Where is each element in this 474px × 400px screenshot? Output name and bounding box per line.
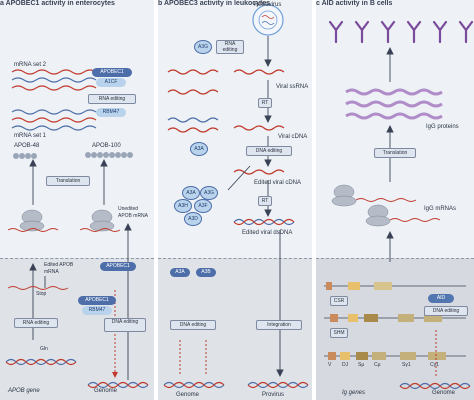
panel-a-graphics xyxy=(5,69,149,389)
apobec1-nuclear: APOBEC1 xyxy=(78,296,116,305)
integration-box: Integration xyxy=(256,320,302,330)
igg-protein-chains xyxy=(345,88,443,120)
apob48-protein xyxy=(13,153,37,159)
apob48-label: APOB-48 xyxy=(14,143,40,149)
viral-cdna-label: Viral cDNA xyxy=(278,134,308,140)
retrovirus-label: Retrovirus xyxy=(254,2,282,8)
a3f-oval: A3F xyxy=(194,199,212,213)
c-genome-dna xyxy=(399,382,471,390)
gln-label: Gln xyxy=(40,346,48,352)
mrna-set1-strands xyxy=(11,109,97,131)
b-genome-dna xyxy=(163,381,225,389)
ig-gene-row-1 xyxy=(324,282,466,290)
c-dna-editing-box: DNA editing xyxy=(424,306,468,316)
stop-label: Stop xyxy=(36,291,47,297)
rbm47-nuclear: RBM47 xyxy=(82,306,112,315)
seg-sy1-label: Sγ1 xyxy=(402,362,411,368)
viral-ssrna-label: Viral ssRNA xyxy=(276,84,309,90)
edited-mrna-nuc xyxy=(7,286,69,290)
rna-editing-nuclear-box: RNA editing xyxy=(14,318,58,328)
ig-gene-row-2 xyxy=(324,314,466,322)
retrovirus-particle xyxy=(252,4,284,36)
a3d-oval: A3D xyxy=(184,212,202,226)
b-rna-editing-box: RNA editing xyxy=(216,40,244,54)
panel-b-graphics xyxy=(163,4,309,389)
translation-box: Translation xyxy=(46,176,90,186)
panel-b-title: b APOBEC3 activity in leukocytes xyxy=(158,0,271,7)
provirus-label: Provirus xyxy=(262,392,285,398)
ig-gene-label: Ig genes xyxy=(342,390,366,396)
a1cf-protein: A1CF xyxy=(96,78,126,87)
panel-b: b APOBEC3 activity in leukocytes Retrovi… xyxy=(158,0,312,400)
apob100-protein xyxy=(85,152,133,158)
mrna-set2-strands xyxy=(11,69,97,91)
aid-protein: AID xyxy=(428,294,454,303)
ribosome-right xyxy=(89,209,115,232)
c-translation-box: Translation xyxy=(374,148,416,158)
genome-label-c: Genome xyxy=(432,390,456,396)
edited-dsdna-strand xyxy=(233,218,295,226)
shm-box: SHM xyxy=(330,328,348,338)
panel-a-title: a APOBEC1 activity in enterocytes xyxy=(0,0,115,7)
mrna-set2-label: mRNA set 2 xyxy=(14,62,47,68)
seg-dj-label: DJ xyxy=(342,362,349,368)
seg-cy1-label: Cγ1 xyxy=(430,362,439,368)
panel-c-title: c AID activity in B cells xyxy=(316,0,393,7)
ribosomes-c xyxy=(331,184,391,227)
rna-editing-box: RNA editing xyxy=(88,94,136,104)
a3h-oval: A3H xyxy=(174,199,192,213)
b-provirus-dna xyxy=(247,381,309,389)
apob-gene-label: APOB gene xyxy=(8,388,40,394)
viral-cdna-strand xyxy=(233,125,285,131)
edited-mrna-cyto xyxy=(7,228,59,232)
apob-gene-dna xyxy=(5,358,77,366)
mrna-set1-label: mRNA set 1 xyxy=(14,133,47,139)
igg-label: IgG proteins xyxy=(426,124,459,130)
panel-a: a APOBEC1 activity in enterocytes mRNA s… xyxy=(0,0,154,400)
seg-cm-label: Cμ xyxy=(374,362,381,368)
antibody-row xyxy=(328,20,474,44)
unedited-mrna-cyto xyxy=(79,228,121,232)
a3b-nuclear: A3B xyxy=(196,268,216,277)
panel-c: c AID activity in B cells IgG proteins T… xyxy=(316,0,474,400)
edited-dsdna-label: Edited viral dsDNA xyxy=(242,230,293,236)
apobec1-dna: APOBEC1 xyxy=(100,262,136,271)
rt-box-2: RT xyxy=(258,196,272,206)
igg-mrnas-label: IgG mRNAs xyxy=(424,206,457,212)
b-dna-editing-dashed xyxy=(179,340,207,376)
genome-dna xyxy=(87,381,149,389)
seg-v-label: V xyxy=(328,362,332,368)
dna-editing-box: DNA editing xyxy=(104,318,146,332)
a3g-oval: A3G xyxy=(194,40,212,54)
a3g-oval-2: A3G xyxy=(200,186,218,200)
edited-mrna-label: Edited APOB mRNA xyxy=(44,262,74,275)
a3a-nuclear: A3A xyxy=(170,268,190,277)
rbm47-protein: RBM47 xyxy=(96,108,126,117)
genome-label-b: Genome xyxy=(176,392,200,398)
a3a-oval-2: A3A xyxy=(182,186,200,200)
igg-mrna-strands xyxy=(355,198,441,222)
panel-c-graphics xyxy=(324,20,474,390)
unedited-mrna-label: Unedited APOB mRNA xyxy=(118,206,149,219)
b-left-rna xyxy=(167,69,219,133)
rt-box: RT xyxy=(258,98,272,108)
arrows-a xyxy=(29,158,132,380)
ribosome-left xyxy=(19,209,45,232)
csr-box: CSR xyxy=(330,296,348,306)
b-dna-editing-nuc-box: DNA editing xyxy=(170,320,216,330)
genome-label-a: Genome xyxy=(94,388,118,394)
viral-ssrna-strand xyxy=(233,69,285,75)
seg-sm-label: Sμ xyxy=(358,362,365,368)
ig-gene-row-3 xyxy=(324,352,466,360)
edited-cdna-strand xyxy=(233,169,285,175)
apobec1-protein: APOBEC1 xyxy=(92,68,132,77)
b-dna-editing-box: DNA editing xyxy=(246,146,292,156)
edited-cdna-label: Edited viral cDNA xyxy=(254,180,302,186)
a3a-oval: A3A xyxy=(190,142,208,156)
apob100-label: APOB-100 xyxy=(92,143,121,149)
